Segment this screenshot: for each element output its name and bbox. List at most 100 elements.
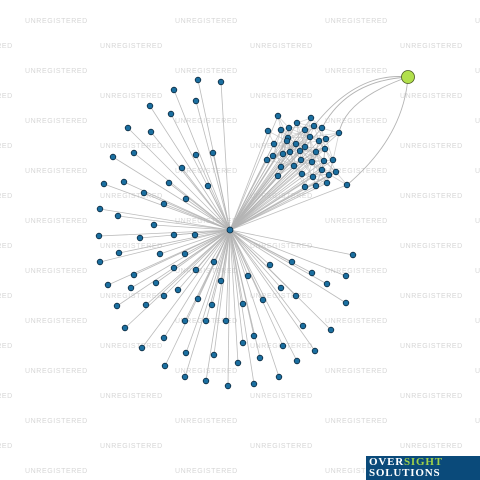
watermark-text: UNREGISTERED <box>0 243 13 250</box>
graph-node <box>264 127 272 135</box>
graph-edge <box>143 192 231 231</box>
logo-word-over: OVER <box>369 456 404 468</box>
oversight-solutions-logo: OVERSIGHT SOLUTIONS <box>366 456 480 480</box>
graph-edge <box>229 151 317 231</box>
watermark-text: UNREGISTERED <box>400 393 463 400</box>
graph-edge <box>313 125 340 134</box>
graph-node <box>279 150 287 158</box>
watermark-text: UNREGISTERED <box>175 468 238 475</box>
graph-node <box>130 271 138 279</box>
watermark-text: UNREGISTERED <box>475 418 480 425</box>
watermark-text: UNREGISTERED <box>25 68 88 75</box>
graph-node <box>222 317 230 325</box>
graph-node <box>209 149 217 157</box>
graph-edge <box>117 215 231 231</box>
watermark-text: UNREGISTERED <box>25 268 88 275</box>
graph-edge <box>133 152 231 231</box>
graph-node <box>192 266 200 274</box>
watermark-text: UNREGISTERED <box>325 118 388 125</box>
graph-node <box>306 133 314 141</box>
graph-edge <box>229 229 280 378</box>
graph-node <box>315 137 323 145</box>
graph-edge <box>309 132 340 138</box>
graph-node <box>323 280 331 288</box>
graph-node <box>309 173 317 181</box>
graph-edge <box>112 156 231 231</box>
watermark-text: UNREGISTERED <box>0 393 13 400</box>
watermark-text: UNREGISTERED <box>250 393 313 400</box>
watermark-text: UNREGISTERED <box>100 443 163 450</box>
graph-node <box>156 250 164 258</box>
graph-node <box>285 124 293 132</box>
graph-node <box>167 110 175 118</box>
graph-node <box>270 140 278 148</box>
graph-node <box>296 147 304 155</box>
graph-edge <box>229 161 313 231</box>
graph-edge <box>315 171 337 187</box>
graph-edge <box>229 229 347 277</box>
graph-edge <box>163 203 231 231</box>
watermark-text: UNREGISTERED <box>0 293 13 300</box>
graph-edge <box>163 229 231 297</box>
watermark-text: UNREGISTERED <box>0 93 13 100</box>
graph-edge <box>229 166 282 231</box>
watermark-text: UNREGISTERED <box>325 368 388 375</box>
graph-edge <box>229 130 269 231</box>
watermark-text: UNREGISTERED <box>475 368 480 375</box>
graph-node <box>142 301 150 309</box>
watermark-text: UNREGISTERED <box>25 368 88 375</box>
watermark-text: UNREGISTERED <box>325 68 388 75</box>
graph-edge <box>293 165 306 188</box>
graph-node <box>301 126 309 134</box>
graph-edge <box>272 143 297 157</box>
graph-node <box>147 128 155 136</box>
graph-node <box>170 86 178 94</box>
watermark-text: UNREGISTERED <box>0 443 13 450</box>
graph-edge <box>332 132 340 161</box>
graph-node <box>165 179 173 187</box>
graph-node <box>192 97 200 105</box>
graph-edge <box>229 160 325 231</box>
watermark-text: UNREGISTERED <box>0 343 13 350</box>
graph-edge <box>150 131 231 231</box>
graph-node <box>318 166 326 174</box>
graph-node <box>301 143 309 151</box>
graph-node <box>95 232 103 240</box>
graph-node <box>124 124 132 132</box>
graph-edge <box>311 138 327 163</box>
watermark-text: UNREGISTERED <box>175 18 238 25</box>
graph-node <box>322 135 330 143</box>
graph-node <box>104 281 112 289</box>
graph-node <box>275 373 283 381</box>
graph-node <box>114 212 122 220</box>
graph-edge <box>99 229 231 263</box>
watermark-text: UNREGISTERED <box>400 443 463 450</box>
graph-edge <box>107 229 231 286</box>
graph-node <box>250 332 258 340</box>
watermark-text: UNREGISTERED <box>475 268 480 275</box>
graph-edge <box>139 229 231 239</box>
watermark-text: UNREGISTERED <box>325 418 388 425</box>
graph-node <box>312 182 320 190</box>
graph-node <box>121 324 129 332</box>
graph-node <box>130 149 138 157</box>
graph-node <box>332 168 340 176</box>
graph-node <box>239 300 247 308</box>
watermark-text: UNREGISTERED <box>475 318 480 325</box>
graph-edge <box>229 229 244 344</box>
graph-edge <box>338 76 409 134</box>
graph-edge <box>212 152 231 231</box>
watermark-text: UNREGISTERED <box>250 93 313 100</box>
graph-edge <box>321 76 409 129</box>
watermark-text: UNREGISTERED <box>25 18 88 25</box>
watermark-text: UNREGISTERED <box>475 18 480 25</box>
graph-edge <box>141 229 231 349</box>
watermark-text: UNREGISTERED <box>400 143 463 150</box>
graph-node <box>343 181 351 189</box>
graph-node <box>181 317 189 325</box>
watermark-text: UNREGISTERED <box>25 118 88 125</box>
graph-edge <box>311 161 328 184</box>
graph-node <box>182 195 190 203</box>
watermark-text: UNREGISTERED <box>100 93 163 100</box>
